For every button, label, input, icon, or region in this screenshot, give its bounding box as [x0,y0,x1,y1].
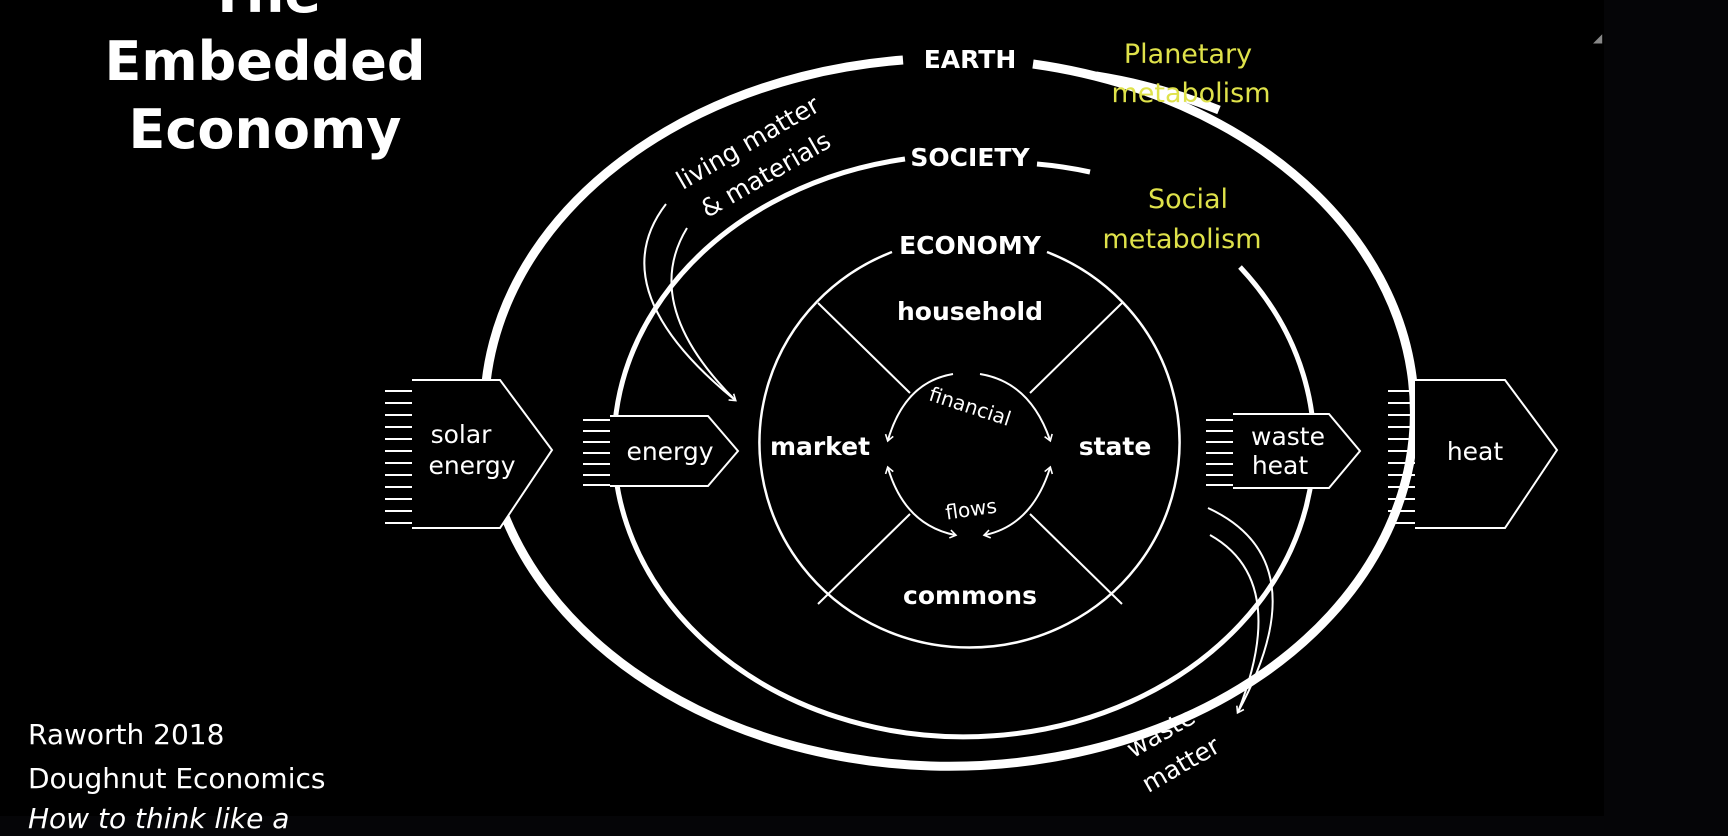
divider-upper-right [1029,302,1123,394]
solar-energy-label-line2: energy [428,451,515,480]
credit-book: Doughnut Economics [28,762,326,795]
embedded-economy-diagram: EARTH SOCIETY ECONOMY Planetary metaboli… [385,39,1559,798]
earth-label: EARTH [924,45,1017,74]
divider-upper-left [817,302,911,394]
solar-energy-arrow [385,379,554,529]
slide-title-line1: The Embedded [104,0,426,93]
financial-flow-arrow-lower-right [982,465,1054,539]
energy-arrow [583,415,740,487]
society-ring [611,156,1317,740]
financial-label: financial [926,382,1014,431]
slide-title-line2: Economy [128,98,402,161]
waste-matter-arrow-outer [1207,507,1274,715]
social-metabolism-line1: Social [1148,184,1228,215]
planetary-metabolism-line2: metabolism [1111,78,1270,109]
slide-title: The Embedded Economy [40,0,490,164]
diagram-panel [336,0,1604,816]
economy-label: ECONOMY [899,231,1042,260]
title-panel [40,0,490,133]
waste-matter-arrow-inner [1209,534,1260,713]
society-label: SOCIETY [910,143,1030,172]
household-label: household [897,297,1043,326]
society-ring-upper-right [1036,161,1091,175]
financial-flow-arrow-upper-right [979,373,1053,443]
market-label: market [770,432,870,461]
living-matter-arrow-inner [670,227,736,401]
state-label: state [1079,432,1152,461]
left-panel [0,0,336,816]
cursor-icon: ◢ [1593,31,1603,45]
financial-flow-arrow-upper-left [884,373,954,443]
planetary-metabolism-line1: Planetary [1124,39,1252,70]
waste-heat-arrow [1206,413,1362,489]
waste-heat-label-line2: heat [1252,451,1309,480]
earth-ring [479,55,1419,771]
living-matter-arrow-outer [643,203,737,402]
heat-label: heat [1447,437,1504,466]
solar-energy-label-line1: solar [431,420,493,449]
financial-flow-arrow-lower-left [884,465,958,539]
heat-arrow [1388,379,1559,529]
earth-ring-upper-right [1095,71,1221,115]
credit-author: Raworth 2018 [28,718,225,751]
waste-heat-label-line1: waste [1251,422,1325,451]
flows-label: flows [944,494,998,525]
commons-label: commons [903,581,1037,610]
social-metabolism-line2: metabolism [1102,224,1261,255]
economy-circle [758,250,1181,649]
energy-label: energy [626,437,713,466]
divider-lower-right [1029,513,1123,605]
divider-lower-left [817,513,911,605]
